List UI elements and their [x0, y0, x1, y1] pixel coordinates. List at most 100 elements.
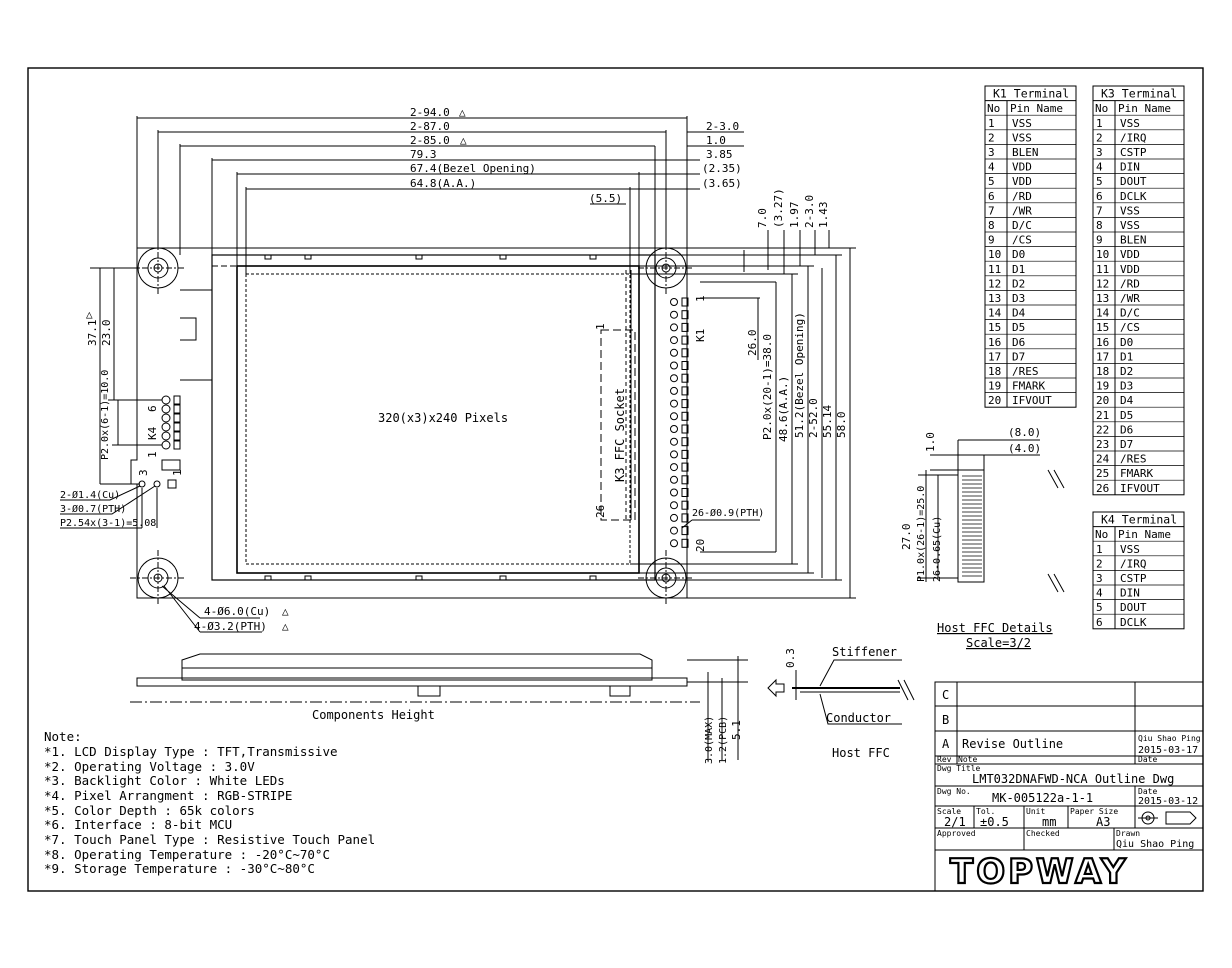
- k1-row-name: /RES: [1012, 365, 1039, 378]
- rev-a-note: Revise Outline: [962, 737, 1063, 751]
- host-ffc-dim-6: 26-0.65(Cu): [932, 516, 943, 582]
- k1-row-name: D5: [1012, 321, 1025, 334]
- k3-row-name: CSTP: [1120, 146, 1147, 159]
- side-view: [130, 653, 748, 760]
- sheet-border: [27, 67, 1204, 892]
- rev-b: B: [942, 713, 949, 727]
- k4-row-no: 4: [1096, 587, 1103, 600]
- k1-row-no: 6: [988, 190, 995, 203]
- side-module: [181, 653, 653, 681]
- dwg-date: 2015-03-12: [1138, 796, 1198, 807]
- k1-row-name: VSS: [1012, 131, 1032, 144]
- k1-pin-pad: [670, 386, 678, 395]
- k4-col-no: No: [1095, 528, 1108, 541]
- k1-label: K1: [694, 329, 707, 342]
- tri-3: △: [459, 106, 466, 119]
- k3-row-name: D3: [1120, 380, 1133, 393]
- k1-row-name: BLEN: [1012, 146, 1039, 159]
- k4-pin-1: 1: [146, 451, 159, 458]
- k1-row-no: 5: [988, 175, 995, 188]
- dim-rt-5: 2-52.0: [807, 398, 820, 438]
- dim-top-6: 64.8(A.A.): [410, 177, 476, 190]
- k1-row-no: 19: [988, 380, 1001, 393]
- k3-row-no: 9: [1096, 234, 1103, 247]
- k1-row-no: 10: [988, 248, 1001, 261]
- k1-row-no: 18: [988, 365, 1001, 378]
- dwg-title: LMT032DNAFWD-NCA Outline Dwg: [972, 772, 1174, 786]
- k1-row-no: 17: [988, 350, 1001, 363]
- k1-row-name: D2: [1012, 277, 1025, 290]
- pad-note-2: 3-Ø0.7(PTH): [60, 503, 126, 515]
- k3-row-no: 13: [1096, 292, 1109, 305]
- pad-note-1: 2-Ø1.4(Cu): [60, 489, 120, 501]
- k1-row-name: VDD: [1012, 175, 1032, 188]
- k3-table-title: K3 Terminal: [1101, 87, 1177, 101]
- components-height-label: Components Height: [312, 708, 435, 722]
- k1-row-no: 13: [988, 292, 1001, 305]
- k4-row-name: VSS: [1120, 543, 1140, 556]
- side-dim-2: 1.2(PCB): [718, 716, 729, 764]
- rev-a-by: Qiu Shao Ping: [1138, 734, 1201, 743]
- dim-top-3: 2-85.0: [410, 134, 450, 147]
- k1-pin-pad: [670, 399, 678, 408]
- dim-rs-5: 1.43: [817, 202, 830, 229]
- k1-pin-20: 20: [694, 539, 707, 552]
- drawn-by: Qiu Shao Ping: [1116, 839, 1194, 850]
- k4-row-name: /IRQ: [1120, 557, 1147, 570]
- tri-2: △: [282, 620, 289, 633]
- note-item: *7. Touch Panel Type : Resistive Touch P…: [44, 832, 375, 847]
- dim-tr-5: (3.65): [702, 177, 742, 190]
- k4-label: K4: [146, 426, 159, 440]
- h-drawn: Drawn: [1116, 829, 1140, 838]
- k1-pin-square: [681, 310, 689, 320]
- dim-rt-3: 48.6(A.A.): [777, 376, 790, 442]
- k3-row-no: 26: [1096, 482, 1109, 495]
- dim-rt-4: 51.2(Bezel Opening): [793, 312, 806, 438]
- k3-row-no: 20: [1096, 394, 1109, 407]
- k3-row-name: /WR: [1120, 292, 1140, 305]
- socket-pin-26: 26: [594, 505, 607, 518]
- k3-row-no: 6: [1096, 190, 1103, 203]
- side-dim-3: 5.1: [730, 720, 743, 740]
- k3-ffc-socket: [600, 329, 636, 521]
- k1-pin-square: [681, 500, 689, 510]
- center-pixels-label: 320(x3)x240 Pixels: [378, 411, 508, 425]
- k1-row-no: 8: [988, 219, 995, 232]
- k3-row-no: 21: [1096, 409, 1109, 422]
- side-dim-1: 3.0(MAX): [704, 716, 715, 764]
- k1-row-no: 3: [988, 146, 995, 159]
- k3-row-no: 22: [1096, 423, 1109, 436]
- k4-row-no: 1: [1096, 543, 1103, 556]
- rev-a: A: [942, 737, 950, 751]
- socket-label: K3 FFC Socket: [613, 388, 627, 482]
- k1-row-name: /CS: [1012, 234, 1032, 247]
- host-ffc-dim-5: P1.0x(26-1)=25.0: [916, 486, 927, 582]
- holes-note-2: 4-Ø3.2(PTH): [194, 620, 267, 633]
- k3-row-no: 5: [1096, 175, 1103, 188]
- k3-row-name: VDD: [1120, 248, 1140, 261]
- k1-row-no: 11: [988, 263, 1001, 276]
- dim-top-4: 79.3: [410, 148, 437, 161]
- k3-row-no: 17: [1096, 350, 1109, 363]
- holes-note-1: 4-Ø6.0(Cu): [204, 605, 270, 618]
- h-rev: Rev: [937, 755, 952, 764]
- k1-pin-pad: [670, 539, 678, 548]
- k1-row-name: D0: [1012, 248, 1025, 261]
- k3-row-name: IFVOUT: [1120, 482, 1160, 495]
- dim-tr-2: 1.0: [706, 134, 726, 147]
- note-item: *6. Interface : 8-bit MCU: [44, 817, 232, 832]
- conductor-label: Conductor: [826, 711, 891, 725]
- k1-row-no: 16: [988, 336, 1001, 349]
- host-ffc-scale: Scale=3/2: [966, 636, 1031, 650]
- k3-row-no: 19: [1096, 380, 1109, 393]
- k1-holes-note: 26-Ø0.9(PTH): [692, 507, 764, 519]
- k4-row-no: 6: [1096, 616, 1103, 629]
- host-ffc-dim-1: 1.0: [924, 432, 937, 452]
- k1-pin-square: [681, 475, 689, 485]
- host-ffc-detail: [918, 439, 1065, 593]
- k3-row-name: /RD: [1120, 277, 1140, 290]
- k3-row-name: /CS: [1120, 321, 1140, 334]
- k1-table-title: K1 Terminal: [993, 87, 1069, 101]
- k1-row-no: 12: [988, 277, 1001, 290]
- topway-logo: TOPWAY: [950, 852, 1129, 892]
